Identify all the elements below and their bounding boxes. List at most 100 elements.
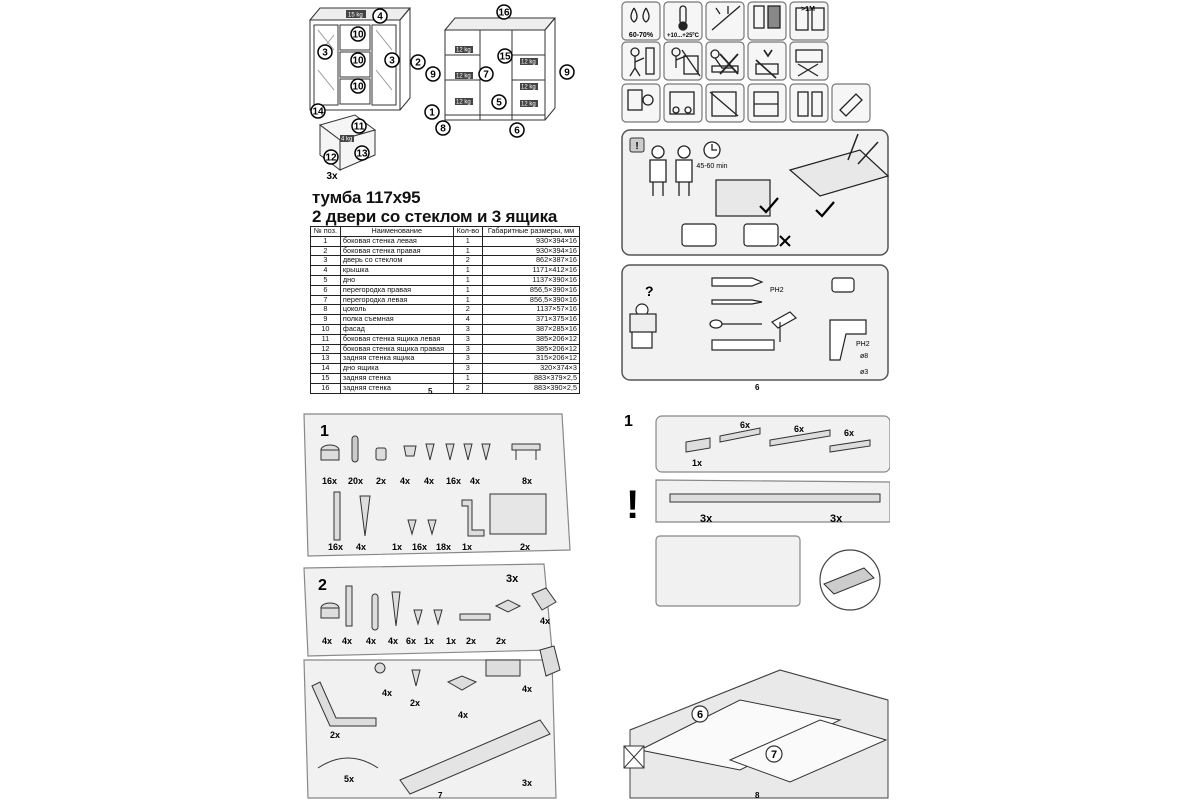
count-label: 2x (376, 476, 386, 486)
callout-12: 12 (325, 153, 337, 164)
count-label: 4x (342, 636, 352, 646)
count-label: 18x (436, 542, 451, 552)
bracket-count: 2x (330, 730, 340, 740)
count-label: 20x (348, 476, 363, 486)
weight-label: 12 kg (521, 85, 536, 91)
callout-10: 10 (352, 30, 364, 41)
table-cell: 3 (452, 333, 484, 345)
page-7: 1 2 3x 16x 20x 2x 4x 4x 16x 4x 8x 16x 4 (300, 410, 580, 800)
assembly-step-diagram: 1 6x 6x 6x 1x 3x 3x 18x ! (623, 413, 890, 800)
table-cell: 15 (310, 372, 341, 384)
count-label: 4x (388, 636, 398, 646)
count-label: 1x (692, 458, 702, 468)
table-cell: перегородка правая (339, 284, 454, 296)
table-cell: задняя стенка (339, 372, 454, 384)
callout-1: 1 (429, 108, 435, 119)
weight-label: 12 kg (456, 100, 471, 106)
callout-10: 10 (352, 56, 364, 67)
count-label: 16x (328, 542, 343, 552)
drill-bit-label: ø8 (860, 353, 868, 360)
table-cell: 1137×390×16 (482, 274, 580, 286)
table-cell: 320×374×3 (482, 363, 580, 374)
parts-table: № поз. Наименование Кол-во Габаритные ра… (310, 226, 580, 394)
count-label: 6x (844, 428, 854, 438)
page-number: 5 (428, 387, 433, 396)
table-cell: фасад (339, 323, 454, 335)
callout-11: 11 (354, 122, 365, 133)
callout-9: 9 (564, 68, 570, 79)
callout-6: 6 (514, 126, 520, 137)
table-cell: 1 (452, 274, 484, 286)
count-label: 2x (520, 542, 530, 552)
count-label: 1x (462, 542, 472, 552)
table-cell: полка съемная (339, 314, 454, 325)
count-label: 6x (406, 636, 416, 646)
care-icons-grid: 60-70% +10...+25ºC >1M ! 45-60 min ? (621, 1, 890, 392)
count-label: 8x (522, 476, 532, 486)
count-label: 16x (412, 542, 427, 552)
cabinet-exploded-diagram: 15 kg 12 kg 12 kg 12 kg 12 kg 12 kg 12 k… (308, 2, 575, 182)
distance-label: >1M (801, 6, 815, 13)
table-cell: дно (339, 274, 454, 286)
table-cell: 16 (310, 382, 341, 394)
page-5: 15 kg 12 kg 12 kg 12 kg 12 kg 12 kg 12 k… (300, 0, 580, 400)
panel-7-callout: 7 (771, 749, 777, 761)
weight-label: 12 kg (456, 48, 471, 54)
table-cell: 14 (310, 363, 341, 374)
screw-count: 4x (382, 688, 392, 698)
assembly-time: 45-60 min (696, 163, 727, 170)
table-cell: 5 (310, 274, 341, 286)
count-label: 6x (740, 420, 750, 430)
table-cell: 10 (310, 323, 341, 335)
rail-count: 3x (522, 778, 532, 788)
product-title: тумба 117х95 (312, 188, 421, 207)
page-8: 1 6x 6x 6x 1x 3x 3x 18x ! (620, 410, 890, 800)
count-label: 2x (466, 636, 476, 646)
table-cell: боковая стенка левая (339, 235, 454, 247)
table-cell: 856,5×390×16 (482, 284, 580, 296)
count-label: 3x (830, 513, 843, 525)
temperature-label: +10...+25ºC (667, 33, 700, 39)
weight-label: 12 kg (456, 74, 471, 80)
table-cell: 1 (452, 235, 484, 247)
count-label: 4x (400, 476, 410, 486)
callout-4: 4 (377, 12, 383, 23)
count-label: 4x (470, 476, 480, 486)
table-cell: 930×394×16 (482, 235, 580, 247)
page-number: 6 (755, 383, 760, 392)
arc-count: 5x (344, 774, 354, 784)
count-label: 16x (446, 476, 461, 486)
count-label: 2x (496, 636, 506, 646)
hinge-count: 4x (522, 684, 532, 694)
bag-1-number: 1 (320, 423, 329, 440)
table-cell: 387×285×16 (482, 323, 580, 335)
col-header: Кол-во (452, 226, 484, 237)
weight-label: 15 kg (348, 13, 363, 19)
page-6: 60-70% +10...+25ºC >1M ! 45-60 min ? (620, 0, 890, 400)
step-number: 1 (624, 413, 633, 430)
count-label: 3x (700, 513, 713, 525)
callout-3: 3 (322, 48, 328, 59)
tool-ph2-label: PH2 (856, 341, 870, 348)
svg-text:!: ! (635, 141, 638, 152)
col-header: № поз. (310, 226, 341, 237)
hinge-count: 4x (540, 616, 550, 626)
product-subtitle: 2 двери со стеклом и 3 ящика (312, 207, 558, 226)
tool-ph2-label: PH2 (770, 287, 784, 294)
screw-count: 2x (410, 698, 420, 708)
callout-2: 2 (415, 58, 421, 69)
callout-3-extra: 3 (352, 2, 353, 4)
count-label: 1x (446, 636, 456, 646)
warning-mark: ! (626, 483, 639, 527)
count-label: 6x (794, 424, 804, 434)
table-cell: 1 (452, 265, 484, 276)
count-label: 4x (356, 542, 366, 552)
drawer-count: 3x (326, 171, 338, 182)
